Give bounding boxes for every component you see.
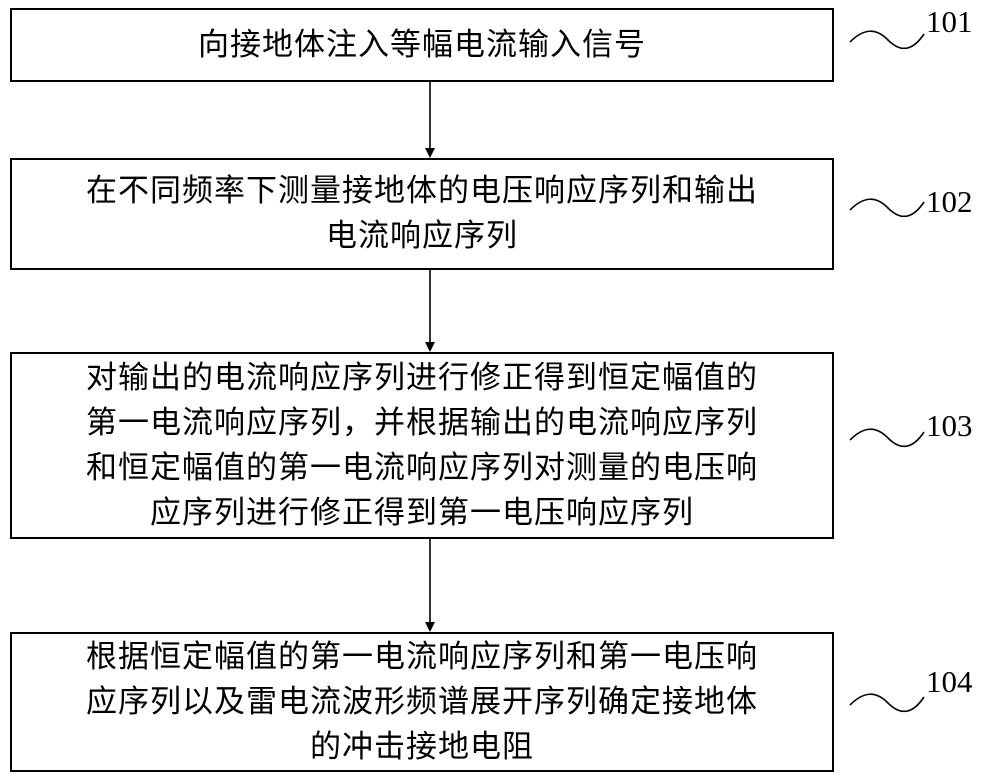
- step-number-103: 103: [926, 408, 973, 443]
- leader-tilde-101: [849, 30, 925, 50]
- step-box-104: 根据恒定幅值的第一电流响应序列和第一电压响 应序列以及雷电流波形频谱展开序列确定…: [10, 632, 834, 772]
- step-number-101: 101: [926, 4, 973, 39]
- step-number-102: 102: [926, 184, 973, 219]
- step-number-104: 104: [926, 664, 973, 699]
- step-box-103: 对输出的电流响应序列进行修正得到恒定幅值的 第一电流响应序列，并根据输出的电流响…: [10, 352, 834, 539]
- step-box-102: 在不同频率下测量接地体的电压响应序列和输出 电流响应序列: [10, 158, 834, 270]
- step-box-101: 向接地体注入等幅电流输入信号: [10, 8, 834, 82]
- leader-tilde-102: [849, 198, 925, 218]
- leader-tilde-103: [849, 428, 925, 448]
- leader-tilde-104: [849, 693, 925, 713]
- step-text-104: 根据恒定幅值的第一电流响应序列和第一电压响 应序列以及雷电流波形频谱展开序列确定…: [86, 638, 758, 765]
- step-text-101: 向接地体注入等幅电流输入信号: [198, 26, 646, 63]
- step-text-103: 对输出的电流响应序列进行修正得到恒定幅值的 第一电流响应序列，并根据输出的电流响…: [86, 359, 758, 531]
- step-text-102: 在不同频率下测量接地体的电压响应序列和输出 电流响应序列: [86, 173, 758, 254]
